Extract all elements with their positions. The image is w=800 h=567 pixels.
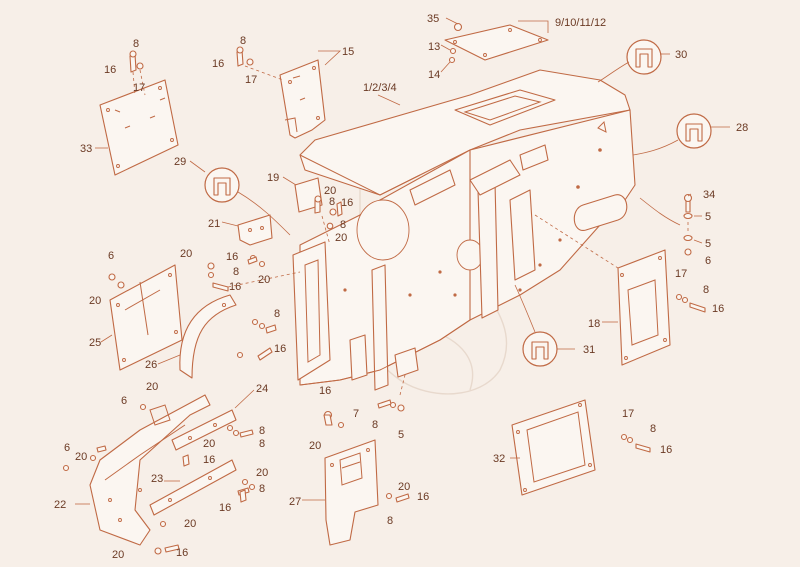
callout-6d: 6 <box>64 442 70 454</box>
callout-21: 21 <box>208 218 220 230</box>
callout-5a: 5 <box>705 211 711 223</box>
callout-26: 26 <box>145 359 157 371</box>
callout-8k: 8 <box>650 423 656 435</box>
callout-20m: 20 <box>112 549 124 561</box>
callout-32: 32 <box>493 453 505 465</box>
callout-13: 13 <box>428 41 440 53</box>
callout-31: 31 <box>583 344 595 356</box>
callout-16c: 16 <box>341 197 353 209</box>
callout-8c: 8 <box>329 196 335 208</box>
clip-detail-29 <box>204 167 291 236</box>
callout-35: 35 <box>427 13 439 25</box>
side-panel-15 <box>236 46 326 139</box>
callout-16j: 16 <box>660 444 672 456</box>
callout-20g: 20 <box>309 440 321 452</box>
callout-8h: 8 <box>372 419 378 431</box>
callout-20k: 20 <box>184 518 196 530</box>
callout-17c: 17 <box>675 268 687 280</box>
rail-24 <box>171 409 254 451</box>
callout-5b: 5 <box>705 238 711 250</box>
callout-14: 14 <box>428 69 440 81</box>
callout-5c: 5 <box>398 429 404 441</box>
callout-16e: 16 <box>229 281 241 293</box>
callout-15: 15 <box>342 46 354 58</box>
callout-8f: 8 <box>703 284 709 296</box>
callout-18: 18 <box>588 318 600 330</box>
callout-16b: 16 <box>212 58 224 70</box>
callout-20b: 20 <box>335 232 347 244</box>
right-fasteners-34 <box>683 193 693 256</box>
callout-33: 33 <box>80 143 92 155</box>
bracket-26 <box>179 294 277 379</box>
callout-16m: 16 <box>417 491 429 503</box>
left-fasteners-group <box>207 254 301 292</box>
callout-8e: 8 <box>233 266 239 278</box>
side-panel-32 <box>511 399 651 496</box>
callout-16f: 16 <box>712 303 724 315</box>
callout-17a: 17 <box>133 82 145 94</box>
bracket-27 <box>323 410 410 546</box>
callout-20l: 20 <box>398 481 410 493</box>
callout-16a: 16 <box>104 64 116 76</box>
main-housing <box>292 69 636 391</box>
callout-8i: 8 <box>259 425 265 437</box>
callout-16k: 16 <box>219 502 231 514</box>
callout-28: 28 <box>736 122 748 134</box>
callout-8g: 8 <box>274 308 280 320</box>
rail-23 <box>149 459 256 516</box>
clip-detail-28 <box>632 113 712 156</box>
callout-20e: 20 <box>89 295 101 307</box>
clip-detail-31 <box>514 284 558 367</box>
callout-27: 27 <box>289 496 301 508</box>
callout-17b: 17 <box>245 74 257 86</box>
leader-lines <box>75 17 730 505</box>
callout-9-10-11-12: 9/10/11/12 <box>555 17 606 29</box>
center-fasteners <box>377 374 406 412</box>
callout-22: 22 <box>54 499 66 511</box>
callout-8j: 8 <box>259 438 265 450</box>
callout-20h: 20 <box>203 438 215 450</box>
callout-20f: 20 <box>146 381 158 393</box>
callout-8b: 8 <box>240 35 246 47</box>
callout-8a: 8 <box>133 38 139 50</box>
callout-20d: 20 <box>258 274 270 286</box>
lower-fasteners <box>62 403 247 555</box>
side-panel-33 <box>99 50 179 176</box>
callout-29: 29 <box>174 156 186 168</box>
callout-6b: 6 <box>108 250 114 262</box>
callout-6c: 6 <box>121 395 127 407</box>
callout-30: 30 <box>675 49 687 61</box>
callout-8m: 8 <box>387 515 393 527</box>
callout-20i: 20 <box>75 451 87 463</box>
callout-6a: 6 <box>705 255 711 267</box>
callout-16g: 16 <box>274 343 286 355</box>
callout-16d: 16 <box>226 251 238 263</box>
side-panel-18 <box>534 214 706 366</box>
callout-25: 25 <box>89 337 101 349</box>
callout-16h: 16 <box>319 385 331 397</box>
callout-labels: 35 9/10/11/12 13 14 30 1/2/3/4 28 8 16 1… <box>54 13 748 561</box>
cable-28-lead <box>639 197 681 226</box>
callout-24: 24 <box>256 383 268 395</box>
callout-1-2-3-4: 1/2/3/4 <box>363 82 397 94</box>
clip-detail-30 <box>597 39 662 83</box>
callout-20a: 20 <box>324 185 336 197</box>
callout-16l: 16 <box>176 547 188 559</box>
callout-8l: 8 <box>259 483 265 495</box>
callout-17d: 17 <box>622 408 634 420</box>
callout-34: 34 <box>703 189 715 201</box>
callout-20c: 20 <box>180 248 192 260</box>
lower-assembly-22 <box>89 394 211 546</box>
top-cover-plate <box>444 22 549 64</box>
callout-8d: 8 <box>340 219 346 231</box>
plate-25 <box>108 264 183 371</box>
callout-7: 7 <box>353 408 359 420</box>
callout-19: 19 <box>267 172 279 184</box>
callout-23: 23 <box>151 473 163 485</box>
callout-16i: 16 <box>203 454 215 466</box>
callout-20j: 20 <box>256 467 268 479</box>
brackets-19-21 <box>237 177 343 246</box>
